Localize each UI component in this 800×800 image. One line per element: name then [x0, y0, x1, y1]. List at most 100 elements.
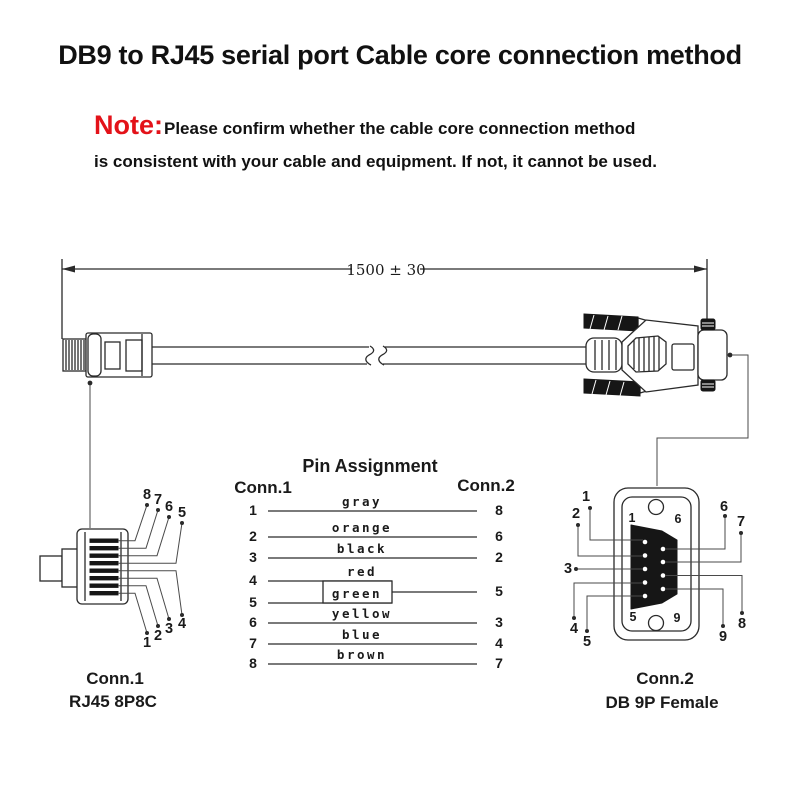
cable-break-right: [378, 345, 388, 366]
pin-assignment-table: Pin Assignment Conn.1 Conn.2 1 gray 8 2 …: [234, 456, 515, 671]
note-label: Note:: [94, 110, 163, 140]
cable-line: [152, 345, 588, 366]
db9-corner-label: 6: [675, 512, 682, 526]
pin-table-row: 8 brown 7: [249, 647, 503, 671]
conn2-pin: 3: [495, 614, 503, 630]
dimension-arrow-left: [62, 265, 75, 273]
rj45-pin-label: 1: [143, 635, 151, 651]
conn1-pin: 4: [249, 572, 257, 588]
wire-color-label: yellow: [332, 606, 392, 621]
cable-assembly-drawing: [62, 313, 749, 528]
conn1-pin: 7: [249, 635, 257, 651]
rj45-pin-label: 5: [178, 505, 186, 521]
dimension-label: 1500 ± 30: [346, 261, 425, 279]
pin-table-row-joined: 4 red 5 green 5: [249, 564, 503, 610]
rj45-pin-label: 7: [154, 492, 162, 508]
conn1-type-caption: RJ45 8P8C: [69, 692, 157, 711]
db9-pin-label: 3: [564, 561, 572, 577]
wire-color-label: green: [332, 586, 382, 601]
conn2-pin: 5: [495, 583, 503, 599]
db9-flange: [697, 329, 728, 381]
pin-table-row: 3 black 2: [249, 541, 503, 565]
rj45-face-view: 8 7 6 5 1 2 3 4 Conn.1 RJ45 8P8C: [39, 487, 186, 711]
rj45-pin-label: 8: [143, 487, 151, 503]
wire-color-label: gray: [342, 494, 382, 509]
db9-pin-label: 8: [738, 616, 746, 632]
conn1-pin: 3: [249, 549, 257, 565]
pin-table-row: 6 yellow 3: [249, 606, 503, 630]
db9-pin-label: 2: [572, 506, 580, 522]
db9-pin-label: 7: [737, 514, 745, 530]
thumbscrew-top: [583, 313, 639, 332]
db9-corner-label: 5: [630, 610, 637, 624]
db9-face-view: 1 6 5 9 1 2 3 4 5 6: [564, 487, 746, 712]
dimension: 1500 ± 30: [61, 259, 708, 339]
db9-plug-side: [583, 313, 728, 397]
wire-color-label: orange: [332, 520, 392, 535]
db9-grip: [627, 335, 667, 373]
conn1-pin: 8: [249, 655, 257, 671]
jack-screw-top: [700, 318, 716, 331]
wire-color-label: brown: [337, 647, 387, 662]
rj45-pin-leaders: [118, 503, 184, 635]
conn1-pin: 6: [249, 614, 257, 630]
rj45-pin-label: 4: [178, 616, 186, 632]
db9-pin-label: 9: [719, 629, 727, 645]
pin-table-left-header: Conn.1: [234, 478, 292, 497]
conn1-pin: 1: [249, 502, 257, 518]
conn2-caption: Conn.2: [636, 669, 694, 688]
thumbscrew-bottom: [583, 378, 641, 397]
pin-table-right-header: Conn.2: [457, 476, 515, 495]
page-title: DB9 to RJ45 serial port Cable core conne…: [58, 40, 742, 70]
pin-table-row: 1 gray 8: [249, 494, 503, 518]
conn2-pin: 8: [495, 502, 503, 518]
rj45-contact-ribs: [65, 340, 85, 370]
rj45-pin-label: 3: [165, 621, 173, 637]
db9-screw-hole-top: [647, 498, 665, 516]
leader-lines: [87, 352, 749, 528]
db9-pin-leaders: [572, 506, 744, 633]
db9-pin-label: 4: [570, 621, 578, 637]
rj45-plug-side: [62, 332, 153, 378]
conn2-pin: 6: [495, 528, 503, 544]
conn1-pin: 2: [249, 528, 257, 544]
pin-table-row: 2 orange 6: [249, 520, 503, 544]
db9-corner-numbers: 1 6 5 9: [629, 511, 682, 625]
db9-corner-label: 9: [674, 611, 681, 625]
rj45-pin-label: 6: [165, 499, 173, 515]
db9-pin-label: 1: [582, 489, 590, 505]
rj45-pin-label: 2: [154, 628, 162, 644]
db9-d-shell: [630, 524, 678, 610]
note-text-line1: Please confirm whether the cable core co…: [164, 119, 636, 138]
pin-table-title: Pin Assignment: [302, 456, 437, 476]
wire-color-label: black: [337, 541, 387, 556]
rj45-pin-numbers: 8 7 6 5 1 2 3 4: [143, 487, 186, 651]
note-row1: Note:Please confirm whether the cable co…: [94, 110, 754, 141]
conn2-pin: 2: [495, 549, 503, 565]
wire-color-label: red: [347, 564, 377, 579]
note-text-line2: is consistent with your cable and equipm…: [94, 152, 657, 171]
db9-corner-label: 1: [629, 511, 636, 525]
pin-table-row: 7 blue 4: [249, 627, 503, 651]
conn2-pin: 7: [495, 655, 503, 671]
conn1-caption: Conn.1: [86, 669, 144, 688]
rj45-latch-tip: [39, 555, 63, 582]
dimension-arrow-right: [694, 265, 707, 273]
db9-pin-holes: [642, 539, 666, 599]
rj45-latch-base: [61, 548, 79, 588]
db9-pin-label: 5: [583, 634, 591, 650]
conn2-type-caption: DB 9P Female: [605, 693, 718, 712]
db9-grip-ribs: [633, 336, 660, 371]
db9-pin-numbers: 1 2 3 4 5 6 7 8 9: [564, 489, 746, 650]
jack-screw-bottom: [700, 379, 716, 392]
note-block: Note:Please confirm whether the cable co…: [94, 110, 754, 172]
db9-pin-label: 6: [720, 499, 728, 515]
cable-break-left: [365, 345, 375, 366]
conn1-pin: 5: [249, 594, 257, 610]
db9-screw-hole-bottom: [647, 614, 665, 632]
wire-color-label: blue: [342, 627, 382, 642]
db9-leader: [656, 354, 749, 486]
conn2-pin: 4: [495, 635, 503, 651]
